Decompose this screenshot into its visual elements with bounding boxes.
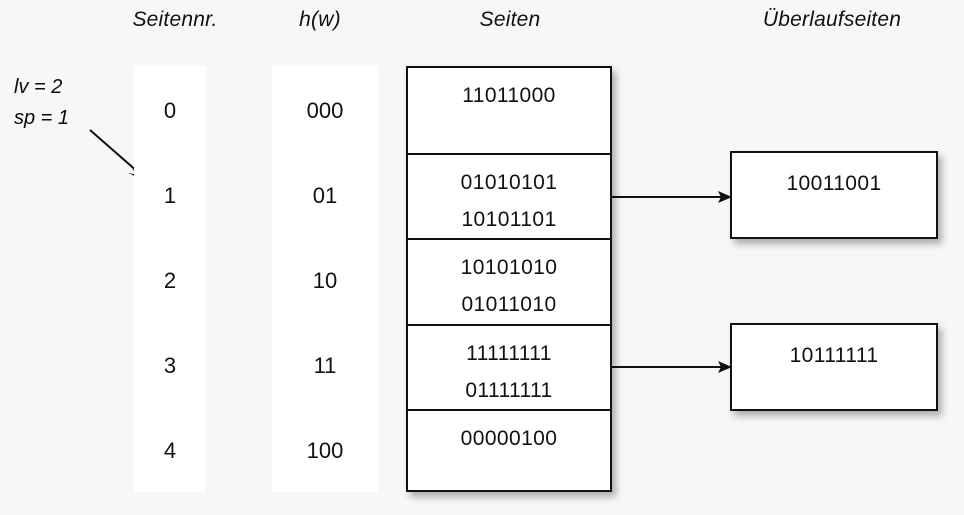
record-value: 01011010 [461, 293, 557, 317]
column-header-page-number: Seitennr. [132, 8, 218, 31]
column-header-overflow-pages: Überlaufseiten [762, 8, 902, 31]
overflow-link-arrow-icon [610, 361, 732, 373]
column-header-hash-function: h(w) [299, 8, 341, 31]
column-header-pages: Seiten [479, 8, 541, 31]
record-value: 00000100 [460, 426, 558, 450]
split-pointer-parameter: sp = 1 [14, 107, 70, 129]
hash-value-cell: 10 [312, 268, 338, 293]
record-value: 01010101 [460, 171, 558, 195]
hash-value-cell: 11 [313, 353, 337, 378]
record-value: 10101101 [461, 208, 557, 232]
overflow-page-box: 10011001 [730, 151, 938, 239]
pages-table: 11011000 01010101 10101101 10101010 0101… [406, 66, 612, 492]
bucket-row: 11111111 01111111 [408, 323, 610, 409]
page-number-cell: 0 [163, 98, 177, 123]
record-value: 10011001 [786, 172, 882, 195]
hash-value-cell: 100 [306, 438, 344, 463]
hash-value-column: 000 01 10 11 100 [272, 66, 378, 492]
record-value: 10101010 [460, 256, 558, 280]
record-value: 10111111 [789, 344, 879, 367]
record-value: 11011000 [462, 84, 556, 107]
overflow-link-arrow-icon [610, 191, 732, 203]
bucket-row: 01010101 10101101 [408, 153, 610, 238]
level-parameter: lv = 2 [14, 76, 63, 98]
page-number-cell: 4 [163, 438, 177, 463]
hash-value-cell: 01 [312, 183, 338, 208]
record-value: 11111111 [466, 341, 552, 365]
hashing-parameters: lv = 2 sp = 1 [14, 72, 69, 134]
hash-value-cell: 000 [306, 98, 344, 123]
page-number-cell: 1 [163, 183, 177, 208]
record-value: 01111111 [465, 378, 553, 402]
overflow-page-box: 10111111 [730, 323, 938, 411]
bucket-row: 11011000 [408, 68, 610, 153]
bucket-row: 00000100 [408, 408, 610, 494]
page-number-column: 0 1 2 3 4 [134, 66, 206, 492]
page-number-cell: 2 [163, 268, 177, 293]
bucket-row: 10101010 01011010 [408, 238, 610, 323]
page-number-cell: 3 [163, 353, 177, 378]
